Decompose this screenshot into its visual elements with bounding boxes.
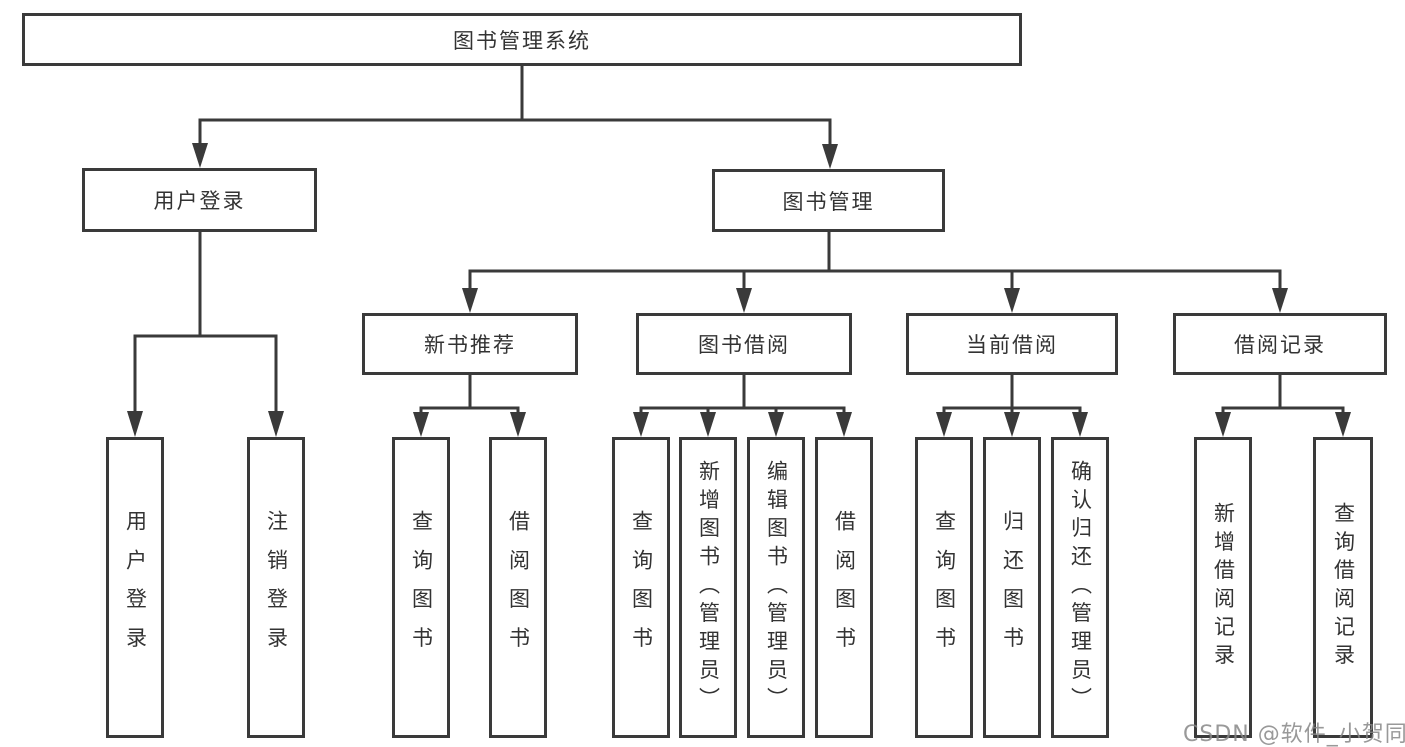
- leaf-label: 查询图书: [409, 509, 434, 666]
- connector-user-login-to-leaves: [127, 232, 284, 437]
- connector-book-management-to-level3: [462, 232, 1288, 313]
- leaf-edit-books-admin: 编辑图书（管理员）: [747, 437, 805, 738]
- leaf-label: 归还图书: [1000, 509, 1025, 666]
- leaf-query-books-3: 查询图书: [915, 437, 973, 738]
- leaf-label: 借阅图书: [832, 509, 857, 666]
- node-root-library-management-system: 图书管理系统: [22, 13, 1022, 66]
- node-borrowing-records: 借阅记录: [1173, 313, 1387, 375]
- connector-current-borrowing-to-leaves: [936, 375, 1088, 437]
- node-label: 用户登录: [153, 189, 246, 213]
- leaf-return-books: 归还图书: [983, 437, 1041, 738]
- leaf-query-borrow-record: 查询借阅记录: [1313, 437, 1373, 738]
- node-user-login: 用户登录: [82, 168, 317, 232]
- leaf-add-borrow-record: 新增借阅记录: [1194, 437, 1252, 738]
- leaf-user-login: 用户登录: [106, 437, 164, 738]
- node-label: 借阅记录: [1234, 333, 1326, 357]
- leaf-borrow-books-2: 借阅图书: [815, 437, 873, 738]
- node-book-management: 图书管理: [712, 169, 945, 232]
- leaf-label: 注销登录: [264, 509, 289, 666]
- connector-root-to-level2: [192, 66, 838, 169]
- leaf-add-books-admin: 新增图书（管理员）: [679, 437, 737, 738]
- connector-borrowing-records-to-leaves: [1215, 375, 1351, 437]
- connector-book-borrowing-to-leaves: [633, 375, 852, 437]
- node-label: 图书借阅: [698, 333, 790, 357]
- node-label: 图书管理系统: [453, 28, 591, 53]
- node-current-borrowing: 当前借阅: [906, 313, 1118, 375]
- node-book-borrowing: 图书借阅: [636, 313, 852, 375]
- leaf-label: 查询图书: [932, 509, 957, 666]
- leaf-logout: 注销登录: [247, 437, 305, 738]
- leaf-label: 编辑图书（管理员）: [764, 459, 789, 716]
- node-new-book-recommendation: 新书推荐: [362, 313, 578, 375]
- leaf-label: 确认归还（管理员）: [1068, 459, 1093, 716]
- csdn-watermark: CSDN @软件_小贺同学: [1183, 722, 1405, 747]
- node-label: 图书管理: [782, 189, 875, 214]
- leaf-query-books-2: 查询图书: [612, 437, 670, 738]
- node-label: 当前借阅: [966, 333, 1058, 357]
- leaf-label: 用户登录: [123, 509, 148, 666]
- leaf-label: 新增图书（管理员）: [696, 459, 721, 716]
- connector-new-books-to-leaves: [413, 375, 526, 437]
- leaf-confirm-return-admin: 确认归还（管理员）: [1051, 437, 1109, 738]
- leaf-borrow-books-1: 借阅图书: [489, 437, 547, 738]
- leaf-label: 查询图书: [629, 509, 654, 666]
- node-label: 新书推荐: [424, 333, 516, 357]
- leaf-query-books-1: 查询图书: [392, 437, 450, 738]
- leaf-label: 借阅图书: [506, 509, 531, 666]
- leaf-label: 查询借阅记录: [1331, 502, 1356, 673]
- leaf-label: 新增借阅记录: [1211, 502, 1236, 673]
